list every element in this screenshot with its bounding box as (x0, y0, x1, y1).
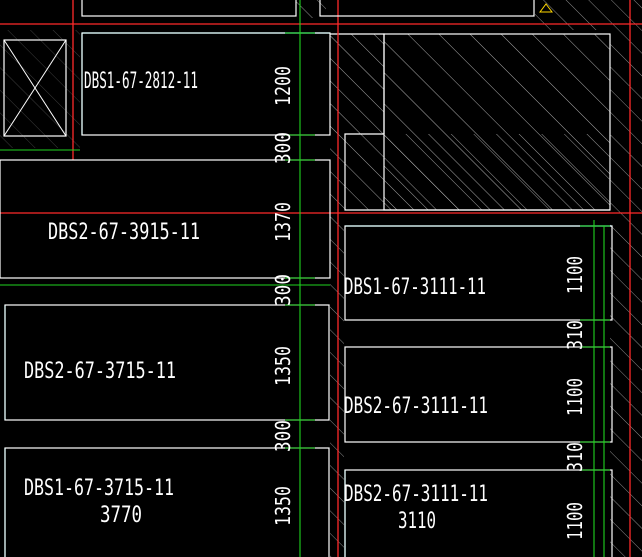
panel-label-p6: DBS2-67-3111-11 (344, 394, 488, 419)
dim-text-p2: 1370 (271, 202, 295, 242)
dim-text-gap5: 310 (563, 442, 587, 472)
hatched-wall-right (610, 0, 642, 557)
hatched-wall-below (330, 210, 344, 557)
dim-text-p1: 1200 (271, 66, 295, 106)
panel-p6 (344, 346, 613, 443)
dim-text-gap1: 300 (271, 132, 295, 164)
panel-top-partial-2 (319, 0, 535, 17)
panel-p2 (0, 159, 331, 279)
dim-text-p6: 1100 (563, 378, 587, 416)
marker-triangle (539, 3, 553, 13)
panel-p4 (4, 447, 330, 557)
dim-text-p3: 1350 (271, 346, 295, 386)
panel-p5 (344, 225, 613, 321)
dim-text-gap4: 310 (563, 320, 587, 350)
panel-sublabel-p7: 3110 (398, 509, 436, 534)
dim-text-p7: 1100 (563, 502, 587, 540)
hatched-wall-top (296, 0, 326, 18)
dim-ticks-left (285, 32, 315, 449)
panel-p3 (4, 304, 330, 421)
hatched-wall-top-right (535, 0, 610, 30)
panel-p7 (344, 469, 613, 557)
shaft-frame (0, 30, 80, 148)
dim-ticks-right (580, 225, 610, 471)
dim-text-gap2: 300 (271, 274, 295, 306)
dim-text-p4: 1350 (271, 486, 295, 526)
panel-top-partial-1 (81, 0, 297, 17)
panel-label-p5: DBS1-67-3111-11 (344, 275, 486, 300)
dim-text-gap3: 300 (271, 420, 295, 452)
panel-label-p4: DBS1-67-3715-11 (24, 476, 174, 501)
panel-label-p3: DBS2-67-3715-11 (24, 359, 176, 384)
panel-label-p2: DBS2-67-3915-11 (48, 220, 200, 245)
hatched-wall-strip (330, 134, 610, 210)
panel-label-p7: DBS2-67-3111-11 (344, 482, 488, 507)
wall-outline (330, 33, 610, 211)
panel-label-p1: DBS1-67-2812-11 (84, 69, 198, 94)
panel-sublabel-p4: 3770 (100, 503, 142, 528)
dim-text-p5: 1100 (563, 256, 587, 294)
panel-p1 (81, 32, 331, 136)
hatched-wall-upper (330, 34, 384, 134)
